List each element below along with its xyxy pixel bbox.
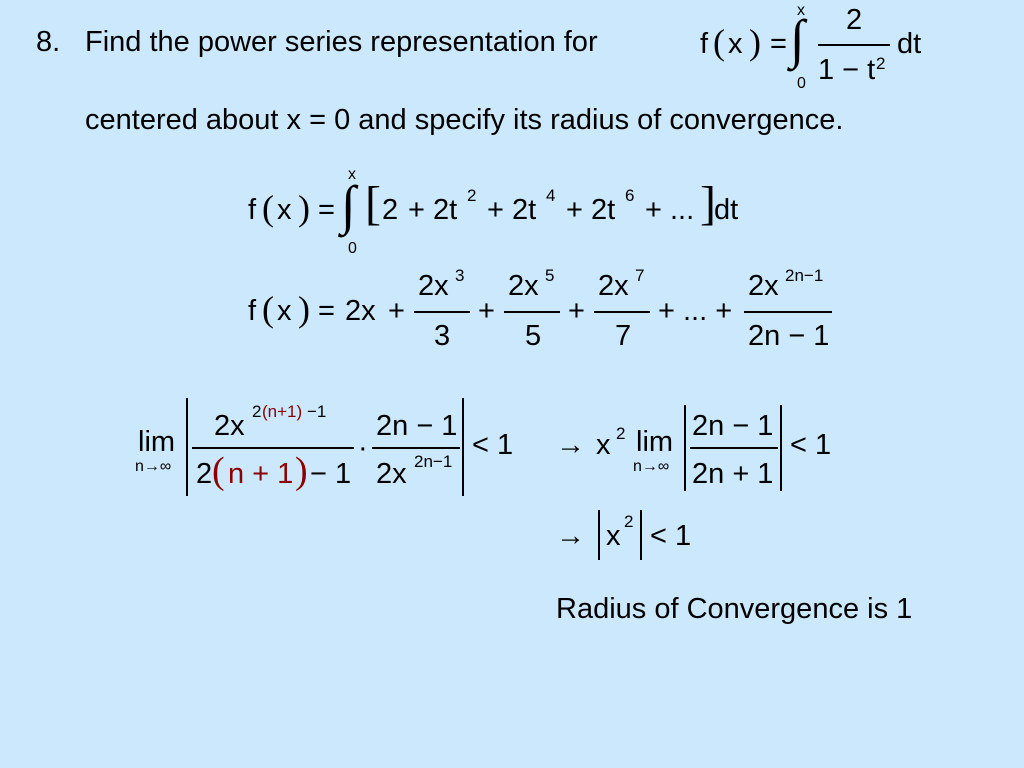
func-x: x bbox=[277, 194, 292, 226]
ratio-num3: 2n − 1 bbox=[692, 410, 774, 442]
x-squared-exp: 2 bbox=[616, 424, 626, 443]
fraction-0-denominator: 3 bbox=[434, 320, 451, 352]
problem-text-line1: Find the power series representation for bbox=[85, 26, 598, 58]
fraction-2-denominator: 7 bbox=[615, 320, 632, 352]
func-x: x bbox=[728, 28, 743, 60]
func-f: f bbox=[700, 28, 709, 60]
equals-sign: = bbox=[318, 295, 335, 327]
paren-close: ) bbox=[298, 188, 310, 228]
abs-bar-left-3 bbox=[598, 510, 600, 560]
integral-upper-limit: x bbox=[797, 2, 805, 19]
ratio-num1-exp-a: 2 bbox=[252, 402, 262, 421]
problem-text-line2: centered about x = 0 and specify its rad… bbox=[85, 104, 844, 136]
ratio-den1-c: − 1 bbox=[310, 458, 352, 490]
fraction-denominator: 1 − t bbox=[818, 54, 876, 86]
ratio-den3: 2n + 1 bbox=[692, 458, 774, 490]
paren-open: ( bbox=[262, 289, 274, 329]
abs-x-exp: 2 bbox=[624, 512, 634, 531]
func-x: x bbox=[277, 295, 292, 327]
fraction-0-numerator: 2x bbox=[418, 270, 449, 302]
series-term-3-exponent: 6 bbox=[625, 186, 635, 205]
func-f: f bbox=[248, 295, 257, 327]
abs-bar-right bbox=[462, 398, 464, 496]
fraction-bar bbox=[818, 44, 890, 46]
multiply-dot: · bbox=[358, 432, 368, 464]
integral-lower-limit: 0 bbox=[797, 75, 806, 92]
bracket-close: ] bbox=[700, 177, 716, 230]
fraction-0-exponent: 3 bbox=[455, 266, 465, 285]
limit-label: lim bbox=[138, 426, 176, 458]
ratio-num1: 2x bbox=[214, 410, 245, 442]
ratio-bar3 bbox=[690, 447, 778, 449]
equals-sign: = bbox=[770, 28, 787, 60]
paren-open: ( bbox=[262, 188, 274, 228]
paren-close-red: ) bbox=[295, 450, 308, 492]
series-term-1: + 2t bbox=[408, 194, 458, 226]
paren-open: ( bbox=[713, 22, 725, 62]
ratio-den2-exp: 2n−1 bbox=[414, 452, 453, 471]
limit-label-2: lim bbox=[636, 426, 674, 458]
abs-bar-right-2 bbox=[780, 405, 782, 491]
fraction-2-numerator: 2x bbox=[598, 270, 629, 302]
series-term-1-exponent: 2 bbox=[467, 186, 477, 205]
x-squared: x bbox=[596, 429, 611, 461]
fraction-2-exponent: 7 bbox=[635, 266, 645, 285]
series-term-0: 2 bbox=[382, 194, 399, 226]
series-term-2-exponent: 4 bbox=[546, 186, 556, 205]
series-term-ellipsis: + ... bbox=[645, 194, 695, 226]
abs-bar-right-3 bbox=[640, 510, 642, 560]
first-term: 2x bbox=[345, 295, 376, 327]
abs-bar-left bbox=[186, 398, 188, 496]
integral-upper-limit: x bbox=[348, 166, 356, 183]
paren-close: ) bbox=[298, 289, 310, 329]
fraction-2-bar bbox=[594, 311, 650, 313]
func-f: f bbox=[248, 194, 257, 226]
integral-sign: ∫ bbox=[790, 9, 805, 69]
dt-label: dt bbox=[714, 194, 739, 226]
less-than-one-3: < 1 bbox=[650, 520, 692, 552]
problem-number: 8. bbox=[36, 26, 61, 58]
abs-bar-left-2 bbox=[684, 405, 686, 491]
ratio-den1-a: 2 bbox=[196, 458, 213, 490]
series-term-3: + 2t bbox=[566, 194, 616, 226]
plus-sign: + bbox=[568, 295, 585, 327]
plus-sign: + bbox=[478, 295, 495, 327]
paren-close: ) bbox=[749, 22, 761, 62]
ratio-num2: 2n − 1 bbox=[376, 410, 458, 442]
limit-subscript: n→∞ bbox=[135, 458, 172, 475]
less-than-one-2: < 1 bbox=[790, 429, 832, 461]
ratio-den2: 2x bbox=[376, 458, 407, 490]
fraction-denominator-exponent: 2 bbox=[876, 54, 886, 73]
fraction-1-numerator: 2x bbox=[508, 270, 539, 302]
ellipsis: + ... + bbox=[658, 295, 733, 327]
ratio-num1-exp-c: −1 bbox=[307, 402, 327, 421]
fraction-numerator: 2 bbox=[846, 4, 863, 36]
conclusion-text: Radius of Convergence is 1 bbox=[556, 593, 913, 625]
integral-lower-limit: 0 bbox=[348, 240, 357, 257]
arrow-icon: → bbox=[556, 520, 585, 552]
less-than-one: < 1 bbox=[472, 429, 514, 461]
general-term-bar bbox=[744, 311, 832, 313]
ratio-num1-exp-b: (n+1) bbox=[262, 402, 303, 421]
abs-x: x bbox=[606, 520, 621, 552]
fraction-1-exponent: 5 bbox=[545, 266, 555, 285]
plus-sign: + bbox=[388, 295, 405, 327]
arrow-icon: → bbox=[556, 429, 585, 461]
series-term-2: + 2t bbox=[487, 194, 537, 226]
ratio-bar2 bbox=[372, 447, 460, 449]
dt-label: dt bbox=[897, 28, 922, 60]
ratio-den1-b: n + 1 bbox=[228, 458, 294, 490]
bracket-open: [ bbox=[365, 177, 381, 230]
general-term-denominator: 2n − 1 bbox=[748, 320, 830, 352]
paren-open-red: ( bbox=[212, 450, 225, 492]
fraction-1-denominator: 5 bbox=[525, 320, 542, 352]
limit-subscript-2: n→∞ bbox=[633, 458, 670, 475]
fraction-1-bar bbox=[504, 311, 560, 313]
equals-sign: = bbox=[318, 194, 335, 226]
fraction-0-bar bbox=[414, 311, 470, 313]
integral-sign: ∫ bbox=[341, 175, 356, 235]
general-term-numerator: 2x bbox=[748, 270, 779, 302]
general-term-exponent: 2n−1 bbox=[785, 266, 824, 285]
ratio-bar1 bbox=[192, 447, 354, 449]
